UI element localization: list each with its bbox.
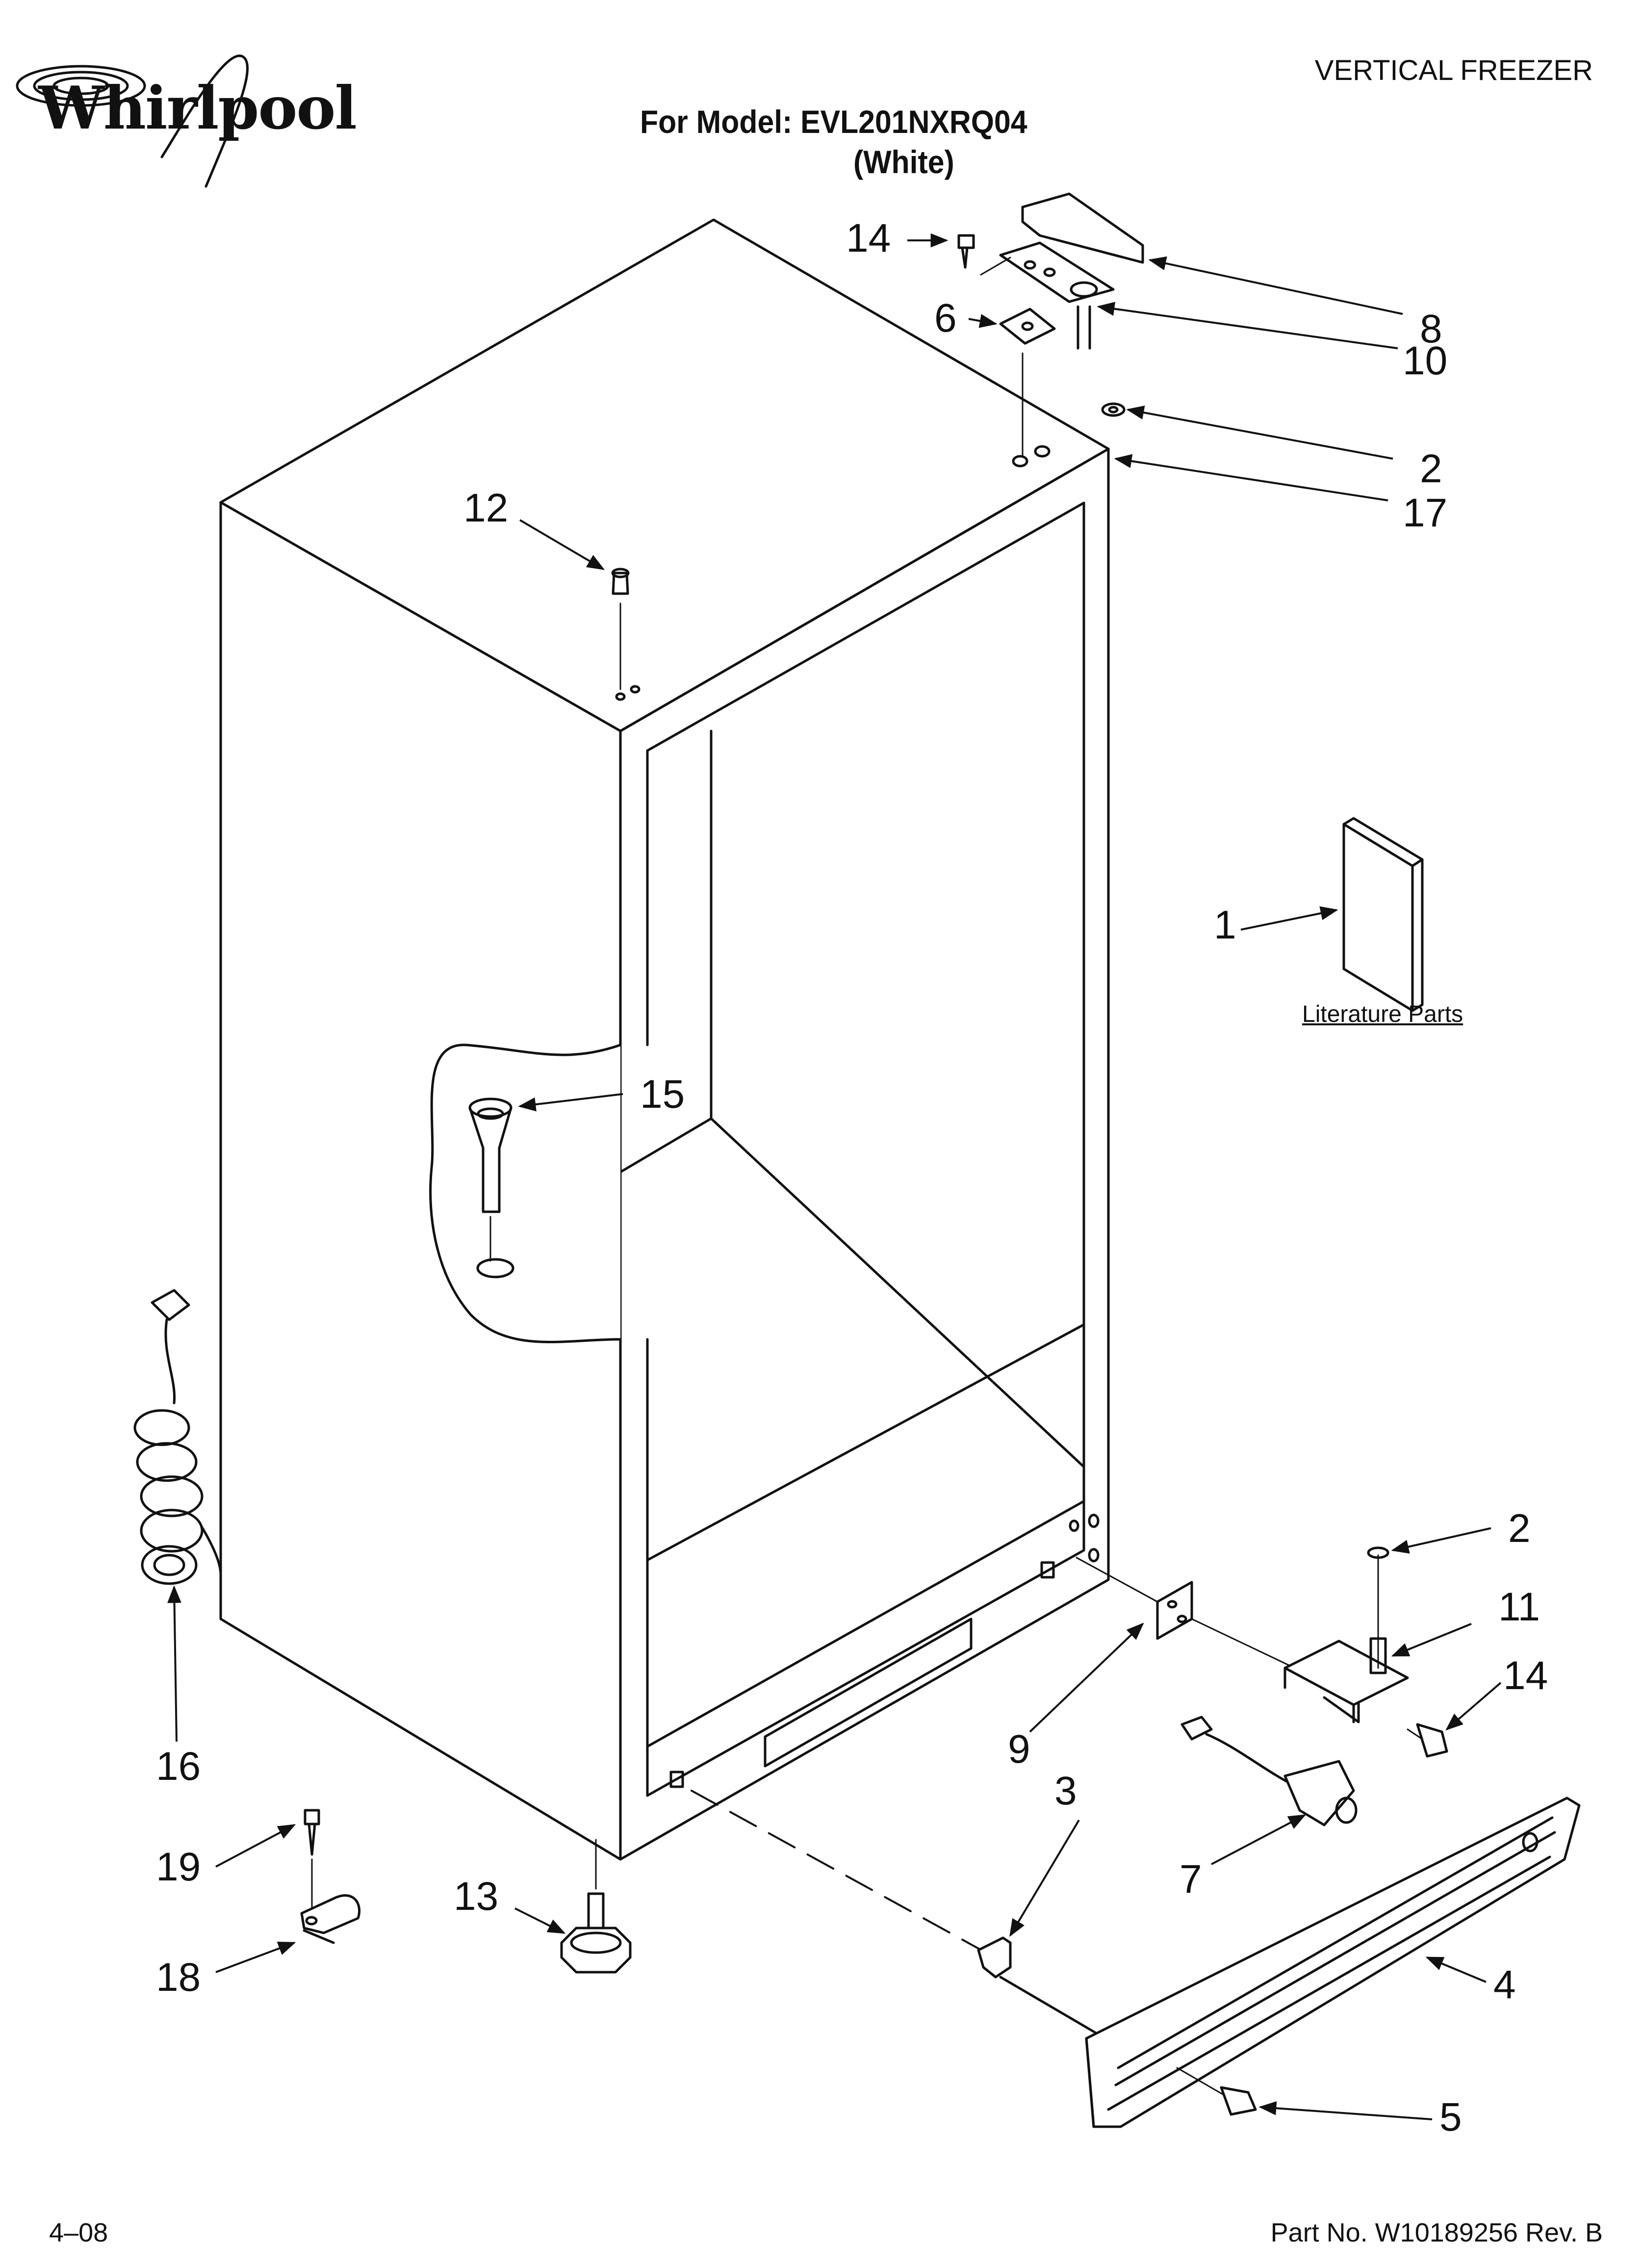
bottom-hinge-bracket-9	[1076, 1557, 1296, 1669]
top-hinge-assembly	[957, 192, 1144, 457]
callout-11: 11	[1498, 1585, 1540, 1629]
model-title: For Model: EVL201NXRQ04	[640, 104, 1027, 140]
toe-grille-4	[1085, 1797, 1581, 2128]
clamp-18	[300, 1894, 361, 1944]
callout-13: 13	[454, 1874, 499, 1919]
callout-12: 12	[463, 486, 509, 530]
callout-3: 3	[1054, 1769, 1077, 1813]
bottom-hinge-11	[1283, 1546, 1409, 1723]
whirlpool-logo-swirl	[16, 54, 249, 188]
brand-logo: Whirlpool	[38, 74, 357, 143]
callout-6: 6	[934, 296, 957, 340]
callout-2-top: 2	[1420, 446, 1442, 491]
callout-7: 7	[1180, 1857, 1202, 1902]
callout-19: 19	[156, 1845, 201, 1889]
category-label: VERTICAL FREEZER	[1314, 54, 1593, 86]
callout-15: 15	[640, 1072, 685, 1117]
leveling-leg-13	[560, 1839, 632, 1974]
callout-14-top: 14	[846, 216, 891, 261]
literature-parts-1	[1342, 817, 1424, 1012]
callout-4: 4	[1493, 1962, 1516, 2007]
power-cord-16	[133, 1289, 222, 1585]
clip-3	[977, 1936, 1103, 2037]
callout-1: 1	[1214, 903, 1236, 947]
callout-16: 16	[156, 1744, 201, 1789]
model-color: (White)	[853, 144, 954, 180]
callout-9: 9	[1008, 1727, 1030, 1772]
cabinet-17	[219, 218, 1110, 1861]
date-code: 4–08	[49, 2218, 108, 2247]
part-number: Part No. W10189256 Rev. B	[1270, 2218, 1603, 2247]
screw-19	[304, 1809, 320, 1909]
plug-12	[611, 568, 630, 690]
callout-2-bottom: 2	[1508, 1506, 1531, 1551]
literature-parts-label: Literature Parts	[1302, 1001, 1463, 1027]
leader-arrows	[167, 233, 1502, 2120]
callout-18: 18	[156, 1955, 201, 2000]
callout-8: 8	[1420, 307, 1442, 351]
callout-17: 17	[1403, 491, 1448, 535]
screw-14-bottom	[1407, 1723, 1448, 1758]
drain-tube-15	[468, 1097, 513, 1262]
callout-14-bottom: 14	[1503, 1653, 1548, 1698]
harness-7	[1180, 1716, 1358, 1826]
screw-5	[1176, 2067, 1257, 2116]
callout-10: 10	[1403, 339, 1448, 383]
callout-5: 5	[1439, 2095, 1462, 2139]
